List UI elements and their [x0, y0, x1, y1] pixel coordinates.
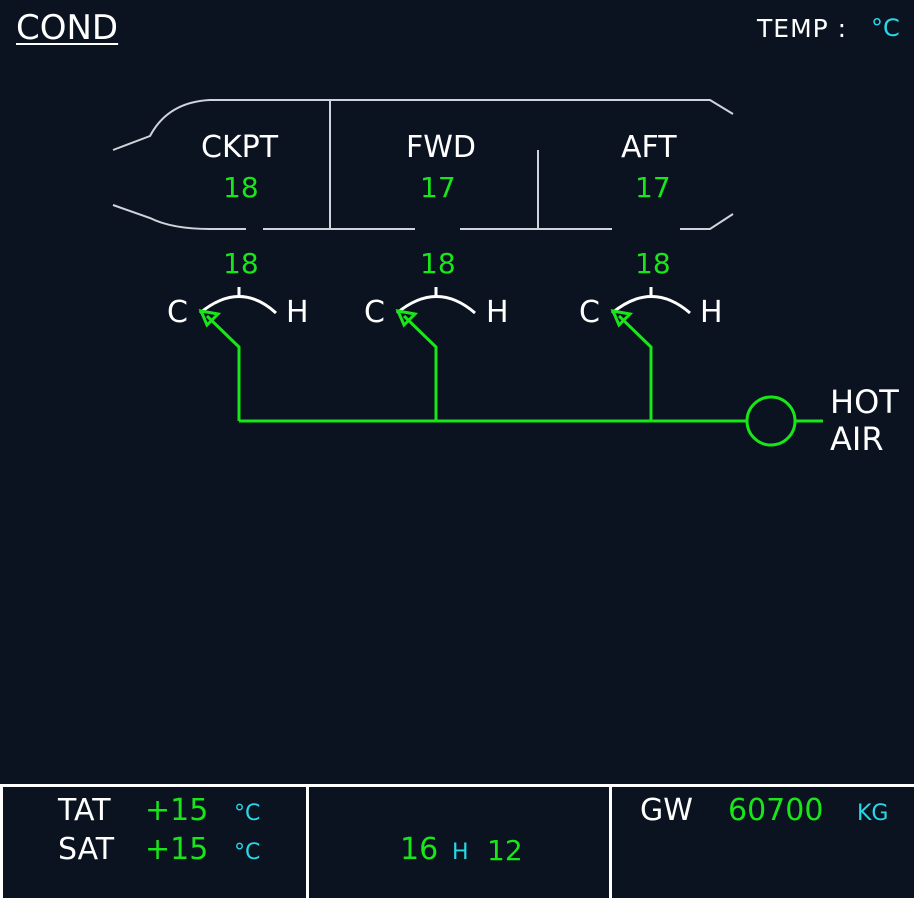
gw-unit: KG: [857, 801, 889, 826]
temp-label: TEMP :: [757, 14, 848, 43]
aft-needle-arrow: [610, 309, 634, 328]
fwd-cold-label: C: [364, 295, 385, 330]
fwd-gauge-arc: [396, 295, 476, 315]
aft-needle: [617, 314, 653, 421]
bottom-status-panel: TAT +15 °C SAT +15 °C 16 H 12 GW 60700 K…: [0, 784, 914, 898]
clock-minutes: 12: [487, 834, 523, 867]
tat-unit: °C: [234, 801, 261, 826]
duct-temp-fwd: 18: [420, 247, 456, 280]
hot-air-line1: HOT: [830, 383, 899, 421]
clock-hours: 16: [400, 832, 439, 867]
clock-separator: H: [452, 840, 469, 865]
fwd-needle-arrow: [395, 309, 419, 328]
panel-divider-2: [609, 787, 612, 898]
panel-left-border: [0, 787, 3, 898]
page-title: COND: [16, 8, 119, 48]
fuselage-top-outline: [112, 99, 734, 151]
panel-divider-1: [306, 787, 309, 898]
duct-temp-ckpt: 18: [223, 247, 259, 280]
hot-air-valve: [745, 395, 797, 447]
ckpt-hot-label: H: [286, 295, 309, 330]
fuselage-diagram: [112, 99, 823, 447]
sat-label: SAT: [58, 832, 115, 867]
zone-name-ckpt: CKPT: [201, 130, 279, 165]
tat-value: +15: [145, 793, 209, 828]
zone-temp-fwd: 17: [420, 171, 456, 204]
aft-gauge-arc: [611, 295, 691, 315]
aft-cold-label: C: [579, 295, 600, 330]
aft-hot-label: H: [700, 295, 723, 330]
sat-value: +15: [145, 832, 209, 867]
zone-temp-aft: 17: [635, 171, 671, 204]
zone-temp-ckpt: 18: [223, 171, 259, 204]
fwd-needle: [402, 314, 438, 421]
sat-unit: °C: [234, 840, 261, 865]
ckpt-gauge-arc: [199, 295, 278, 315]
fwd-hot-label: H: [486, 295, 509, 330]
tat-label: TAT: [58, 793, 111, 828]
duct-temp-aft: 18: [635, 247, 671, 280]
fuselage-bottom-right: [680, 213, 734, 230]
hot-air-label: HOT AIR: [830, 384, 899, 458]
gw-value: 60700: [728, 793, 824, 828]
hot-air-line2: AIR: [830, 420, 884, 458]
zone-name-fwd: FWD: [406, 130, 477, 165]
ckpt-needle-arrow: [198, 309, 222, 328]
temp-unit: °C: [871, 14, 900, 42]
gw-label: GW: [640, 793, 693, 828]
ckpt-cold-label: C: [167, 295, 188, 330]
ckpt-needle: [205, 314, 241, 421]
fuselage-bottom-left: [112, 204, 246, 230]
zone-name-aft: AFT: [621, 130, 677, 165]
